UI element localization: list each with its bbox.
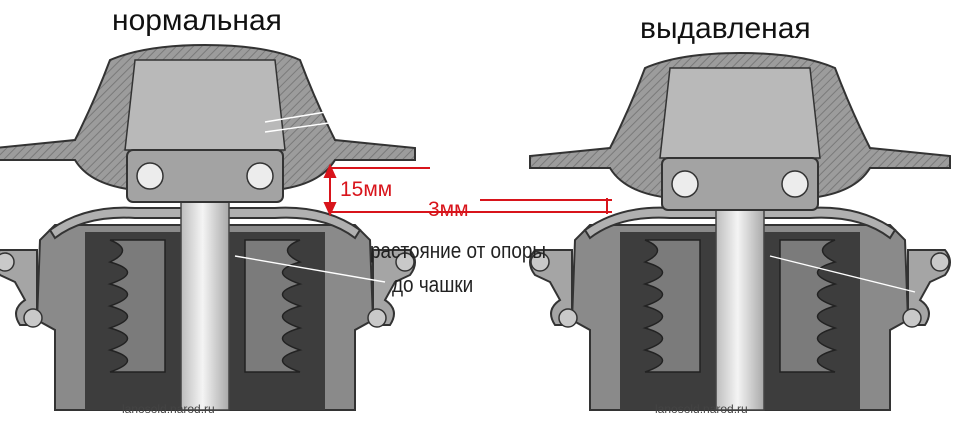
watermark-right: lanosold.narod.ru xyxy=(655,402,748,416)
normal-title: нормальная xyxy=(112,4,282,37)
gap-15mm-label: 15мм xyxy=(340,178,393,201)
watermark-left: lanosold.narod.ru xyxy=(122,402,215,416)
gap-3mm-label: 3мм xyxy=(428,198,469,221)
dimension-3mm xyxy=(480,198,612,214)
upper-mount-pressed xyxy=(529,52,951,211)
pressed-title: выдавленая xyxy=(640,12,811,45)
strut-normal xyxy=(0,44,416,411)
strut-pressed xyxy=(529,52,951,411)
caption-line-1: растояние от опоры xyxy=(370,238,546,263)
dimension-15mm xyxy=(323,163,480,217)
caption-line-2: до чашки xyxy=(392,272,474,297)
